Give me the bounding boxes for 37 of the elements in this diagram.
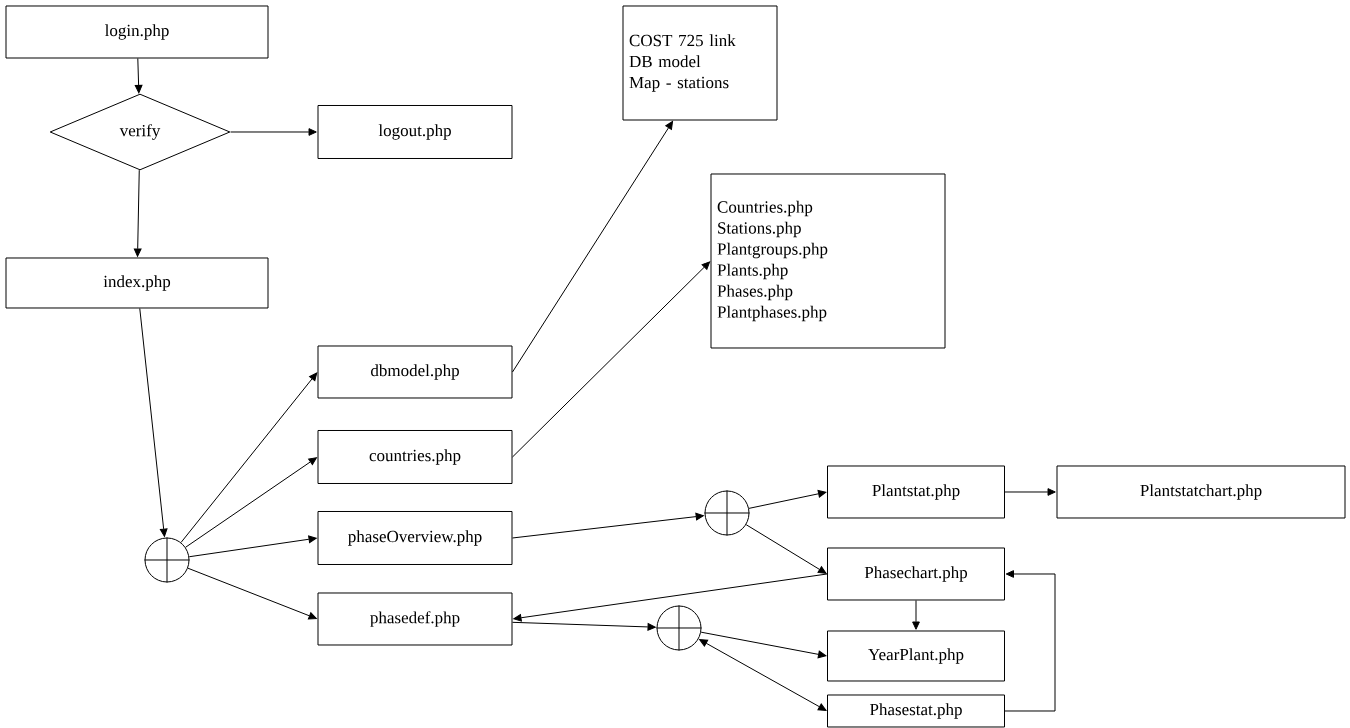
arrow	[748, 489, 827, 509]
arrow	[512, 261, 711, 458]
process-box: phasedef.php	[317, 592, 513, 646]
process-box: phaseOverview.php	[317, 511, 513, 565]
arrow	[745, 524, 827, 574]
process-box: login.php	[5, 5, 269, 59]
arrow	[134, 58, 143, 94]
file-list-box: COST 725 link DB model Map - stations	[622, 5, 778, 121]
junction-circle	[704, 490, 750, 536]
process-box: Phasechart.php	[827, 547, 1005, 601]
arrow	[230, 128, 317, 136]
arrow	[512, 512, 704, 539]
arrow	[699, 639, 827, 711]
process-box: index.php	[5, 257, 269, 309]
process-box: Plantstatchart.php	[1056, 465, 1346, 519]
process-box: logout.php	[317, 105, 513, 159]
arrow	[700, 631, 827, 659]
process-box: Phasestat.php	[827, 694, 1005, 728]
junction-circle	[656, 605, 702, 651]
process-box: dbmodel.php	[317, 345, 513, 399]
arrow	[1004, 570, 1056, 712]
arrow	[133, 169, 142, 257]
arrow	[512, 621, 656, 631]
arrow	[512, 121, 674, 373]
arrow	[180, 372, 318, 543]
arrow	[139, 308, 168, 537]
process-box: Plantstat.php	[827, 465, 1005, 519]
arrow	[188, 535, 317, 558]
arrow	[185, 457, 317, 548]
process-box: YearPlant.php	[827, 630, 1005, 682]
arrow	[513, 573, 828, 622]
file-list-box: Countries.php Stations.php Plantgroups.php Plants.php Phases.php Plantphases.php	[710, 173, 946, 349]
process-box: countries.php	[317, 430, 513, 484]
arrow	[1004, 488, 1056, 496]
arrow	[187, 567, 317, 620]
junction-circle	[144, 537, 190, 583]
arrow	[912, 600, 920, 630]
